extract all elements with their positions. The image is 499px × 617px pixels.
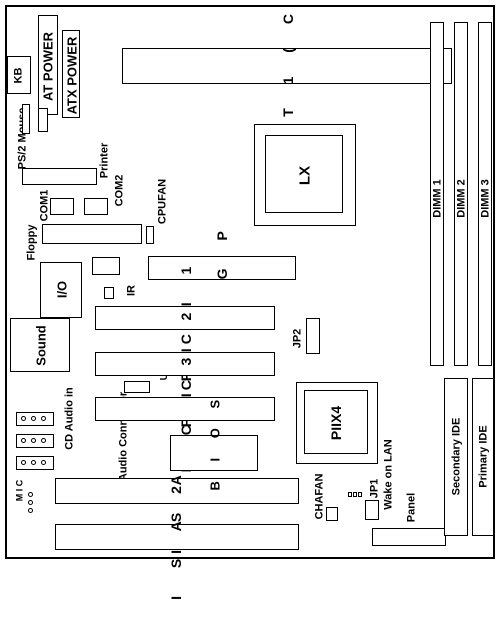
jp2-label: JP2 xyxy=(291,328,304,349)
jp1-pin-2 xyxy=(353,492,357,497)
primary-ide-label: Primary IDE xyxy=(477,425,490,488)
atx-power-connector: ATX POWER xyxy=(62,30,80,118)
primary-ide-connector: Primary IDE xyxy=(472,378,494,536)
mic-pin-1 xyxy=(28,492,33,497)
jp2-jumper xyxy=(306,318,320,354)
piix4-chip-outer: PIIX4 xyxy=(296,382,378,464)
isa2-slot: I S A 2 xyxy=(55,474,299,600)
cd-pin-2 xyxy=(31,416,36,421)
secondary-ide-label: Secondary IDE xyxy=(450,417,463,496)
lx-chip-outer: LX xyxy=(254,124,356,226)
slot1-cpu: S L O T 1 ( C P U ) xyxy=(122,0,452,217)
usb-header xyxy=(124,381,150,393)
jp1-pin-1 xyxy=(348,492,352,497)
ir-header xyxy=(104,287,114,299)
agp-slot: A G P xyxy=(148,219,296,317)
cd-pin-6 xyxy=(41,438,46,443)
bios-chip: B I O S xyxy=(170,392,258,491)
lx-label: LX xyxy=(296,165,314,186)
cpufan-header xyxy=(146,226,154,244)
at-power-label: AT POWER xyxy=(40,31,56,102)
dimm1-slot: DIMM 1 xyxy=(430,22,444,366)
cd-pin-7 xyxy=(21,460,26,465)
pci1-slot: P C I 1 xyxy=(95,255,275,381)
cd-pin-5 xyxy=(31,438,36,443)
panel-header xyxy=(372,528,446,546)
sound-label: Sound xyxy=(33,325,49,366)
at-power-connector: AT POWER xyxy=(38,15,58,115)
bios-label: B I O S xyxy=(207,391,223,491)
jp1-label: JP1 xyxy=(368,478,381,499)
printer-header xyxy=(22,168,97,185)
io-chip: I/O xyxy=(40,262,82,318)
mouse-header xyxy=(38,108,48,132)
chafan-label: CHAFAN xyxy=(313,473,326,520)
cd-pin-4 xyxy=(21,438,26,443)
com2-label: COM2 xyxy=(113,174,126,207)
panel-label: Panel xyxy=(405,492,418,523)
dimm3-slot: DIMM 3 xyxy=(478,22,492,366)
dimm2-slot: DIMM 2 xyxy=(454,22,468,366)
kb-connector: KB xyxy=(7,56,31,94)
cd-pin-9 xyxy=(41,460,46,465)
cpufan-label: CPUFAN xyxy=(156,178,169,225)
dimm2-label: DIMM 2 xyxy=(455,179,468,218)
chafan-header xyxy=(326,507,338,521)
jp1-pin-3 xyxy=(358,492,362,497)
jp1-pins xyxy=(348,492,362,500)
cd-pin-1 xyxy=(21,416,26,421)
sound-chip: Sound xyxy=(10,318,70,372)
piix4-label: PIIX4 xyxy=(328,405,344,441)
wake-on-lan-header xyxy=(365,500,379,520)
cd-pin-3 xyxy=(41,416,46,421)
piix4-chip-inner: PIIX4 xyxy=(304,390,368,454)
pci3-slot: P C I 3 xyxy=(95,346,275,472)
isa1-slot: I S A 1 xyxy=(55,428,299,554)
mic-label: M I C xyxy=(14,479,25,502)
secondary-ide-connector: Secondary IDE xyxy=(444,378,468,536)
lx-chip-inner: LX xyxy=(265,135,343,213)
com1-label: COM1 xyxy=(38,189,51,222)
isa2-label: I S A 2 xyxy=(168,474,184,600)
motherboard-layout: KB AT POWER ATX POWER PS/2 Mouse Printer… xyxy=(5,0,495,600)
printer-label: Printer xyxy=(98,142,111,179)
kb-label: KB xyxy=(12,67,25,84)
ps2-mouse-connector xyxy=(22,104,30,134)
atx-power-label: ATX POWER xyxy=(64,36,80,115)
cd-audio-in-label: CD Audio in xyxy=(63,387,76,450)
small-header-a xyxy=(92,257,120,275)
ir-label: IR xyxy=(125,285,138,296)
floppy-label: Floppy xyxy=(25,224,38,261)
com2-header xyxy=(84,198,108,215)
wake-on-lan-label: Wake on LAN xyxy=(382,439,395,510)
dimm1-label: DIMM 1 xyxy=(431,179,444,218)
dimm3-label: DIMM 3 xyxy=(479,179,492,218)
floppy-connector xyxy=(42,224,142,244)
io-label: I/O xyxy=(54,280,70,299)
mic-pin-3 xyxy=(28,508,33,513)
com1-header xyxy=(50,198,74,215)
pci2-slot: P C I 2 xyxy=(95,301,275,427)
cd-pin-8 xyxy=(31,460,36,465)
mic-pin-2 xyxy=(28,500,33,505)
